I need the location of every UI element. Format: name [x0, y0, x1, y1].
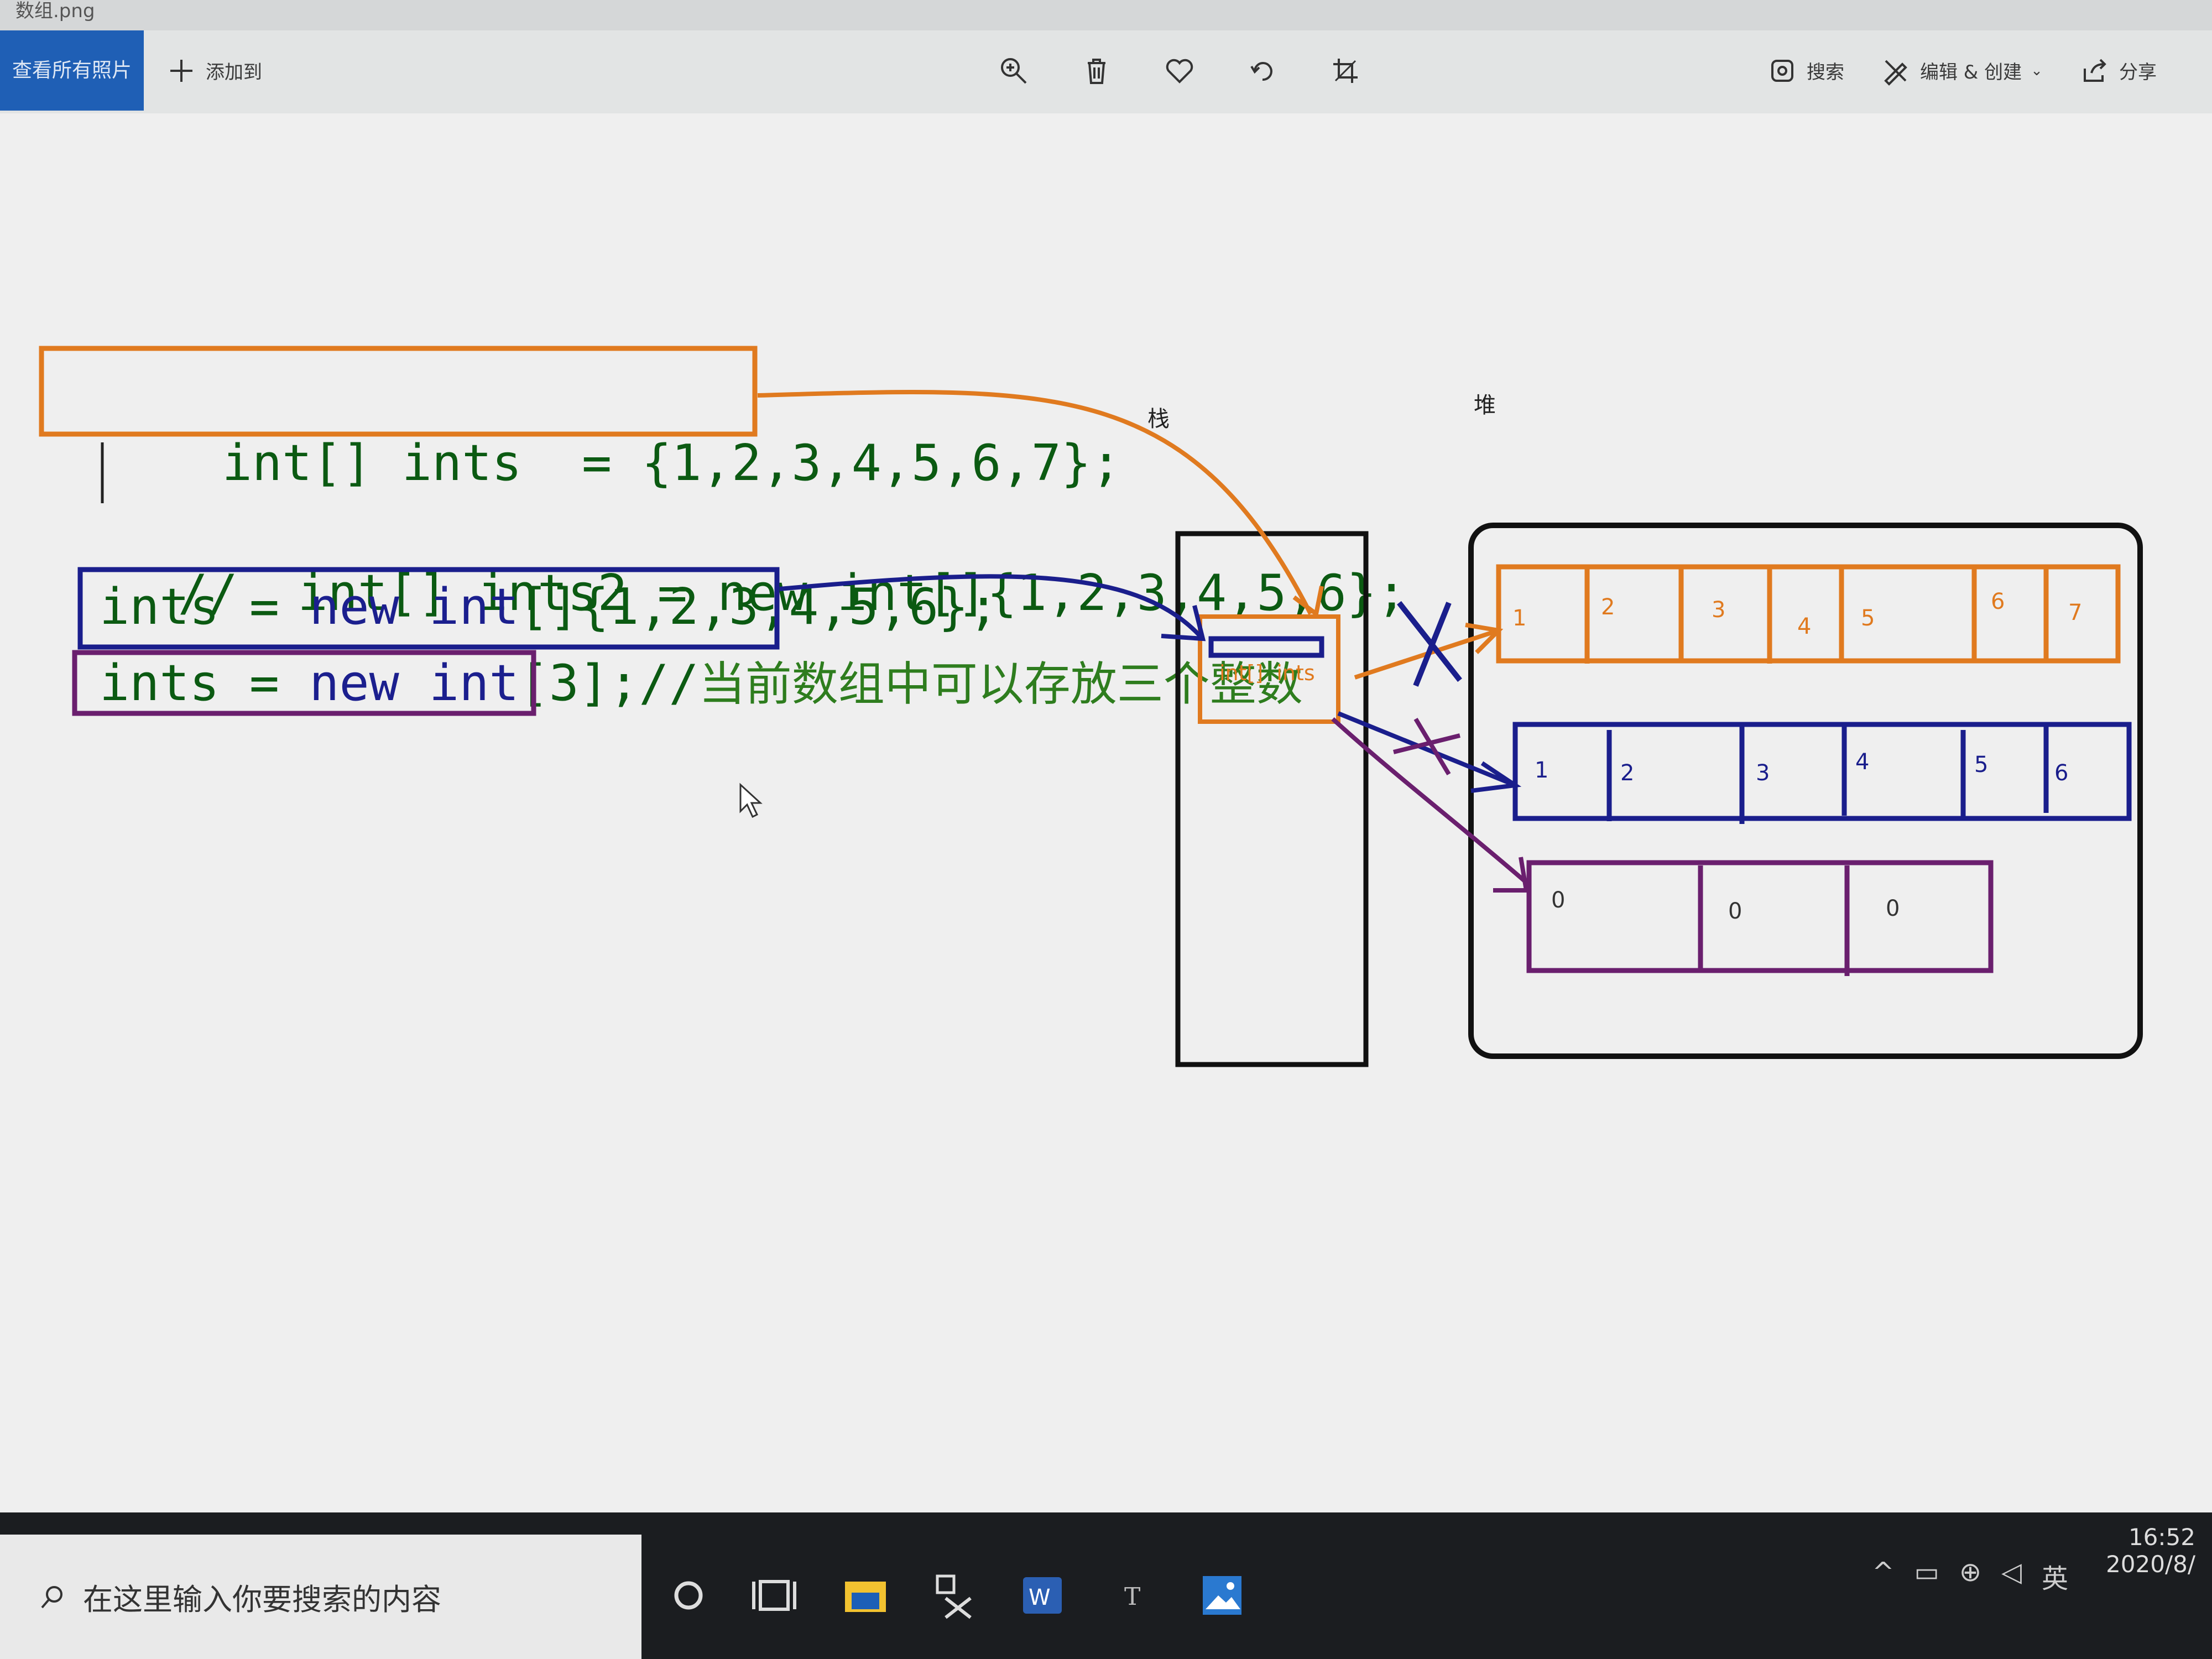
- code-line-4-keyword: new int: [309, 654, 519, 712]
- text-app-icon[interactable]: T: [1103, 1565, 1164, 1626]
- heart-icon: [1164, 55, 1195, 86]
- code-line-4-lhs: ints =: [100, 654, 310, 712]
- share-button[interactable]: 分享: [2079, 30, 2157, 111]
- purple-array: [1526, 860, 1994, 976]
- search-placeholder: 在这里输入你要搜索的内容: [83, 1582, 441, 1617]
- orange-code-box: [39, 346, 758, 437]
- search-icon: [39, 1583, 66, 1611]
- orange-cell: 4: [1797, 614, 1812, 639]
- blue-cell: 4: [1855, 749, 1870, 775]
- crop-button[interactable]: [1330, 30, 1361, 111]
- crop-icon: [1330, 55, 1361, 86]
- taskbar-search-box[interactable]: 在这里输入你要搜索的内容: [0, 1535, 641, 1659]
- orange-arrow-to-stack: [757, 390, 1313, 615]
- stack-var-blue-mark: [1208, 636, 1324, 658]
- orange-cell: 2: [1601, 594, 1615, 620]
- blue-cell: 1: [1535, 758, 1549, 783]
- search-button[interactable]: 搜索: [1767, 30, 1844, 111]
- photos-toolbar: 查看所有照片 添加到 搜索: [0, 30, 2212, 113]
- stack-var-box: [1198, 614, 1340, 724]
- svg-text:T: T: [1124, 1583, 1140, 1611]
- stack-var-label: int[] ints: [1219, 661, 1315, 685]
- blue-cell: 3: [1756, 760, 1770, 786]
- edit-create-label: 编辑 & 创建: [1920, 61, 2022, 84]
- view-all-photos-button[interactable]: 查看所有照片: [0, 30, 144, 111]
- word-icon[interactable]: W: [1012, 1565, 1073, 1626]
- heap-frame: [1468, 523, 2143, 1059]
- chevron-down-icon: ⌄: [2031, 62, 2043, 79]
- cross-mark-orange-link: [1397, 601, 1462, 687]
- file-explorer-icon[interactable]: [835, 1565, 896, 1626]
- plus-icon: [166, 55, 197, 86]
- add-to-button[interactable]: 添加到: [166, 30, 262, 111]
- edit-icon: [1880, 55, 1911, 86]
- purple-code-box: [72, 650, 536, 716]
- code-line-3-rest: []{1,2,3,4,5,6};: [519, 578, 999, 636]
- ime-indicator[interactable]: 英: [2041, 1563, 2068, 1594]
- visual-search-icon: [1767, 55, 1798, 86]
- blue-code-box: [77, 567, 780, 650]
- photos-app-icon[interactable]: [1192, 1565, 1253, 1626]
- task-view-icon[interactable]: [744, 1565, 805, 1626]
- edit-create-button[interactable]: 编辑 & 创建 ⌄: [1880, 30, 2043, 111]
- code-line-1: int[] ints = {1,2,3,4,5,6,7};: [222, 434, 1121, 492]
- blue-cell: 6: [2054, 760, 2069, 786]
- purple-cell: 0: [1551, 888, 1566, 913]
- stack-to-purple-array: [1331, 717, 1531, 887]
- clock[interactable]: 16:52 2020/8/: [2106, 1524, 2195, 1578]
- stack-label: 栈: [1147, 406, 1170, 432]
- tools-app-icon[interactable]: [924, 1565, 984, 1626]
- rotate-icon: [1247, 55, 1278, 86]
- orange-cell: 5: [1861, 606, 1875, 631]
- purple-cell: 0: [1886, 896, 1900, 921]
- battery-icon[interactable]: ▭: [1914, 1557, 1939, 1588]
- stack-to-blue-array: [1337, 711, 1516, 787]
- code-line-4-rest: [3];//: [519, 654, 699, 712]
- purple-cell: 0: [1728, 899, 1743, 924]
- orange-cell: 3: [1712, 597, 1726, 623]
- blue-arrow-to-stack: [779, 574, 1202, 638]
- chevron-up-icon[interactable]: ^: [1872, 1557, 1895, 1588]
- windows-taskbar: 在这里输入你要搜索的内容 W T ^ ▭ ⊕ ◁ 英 16:52 2020/8/: [0, 1512, 2212, 1659]
- system-tray: ^ ▭ ⊕ ◁ 英: [1872, 1557, 2068, 1595]
- orange-cell: 1: [1512, 606, 1527, 631]
- code-line-3: ints = new int[]{1,2,3,4,5,6};: [100, 578, 999, 636]
- window-title: 数组.png: [15, 0, 95, 22]
- clock-time: 16:52: [2128, 1524, 2195, 1551]
- orange-cell: 6: [1991, 589, 2005, 614]
- mouse-cursor-icon: [739, 782, 763, 818]
- cortana-icon[interactable]: [658, 1565, 719, 1626]
- volume-icon[interactable]: ◁: [2001, 1557, 2022, 1588]
- delete-button[interactable]: [1081, 30, 1112, 111]
- cross-mark-blue-link: [1393, 717, 1460, 776]
- svg-text:W: W: [1029, 1585, 1051, 1610]
- blue-cell: 5: [1974, 752, 1989, 778]
- share-icon: [2079, 55, 2110, 86]
- code-line-3-keyword: new int: [309, 578, 519, 636]
- share-label: 分享: [2119, 61, 2157, 84]
- clock-date: 2020/8/: [2106, 1551, 2195, 1578]
- rotate-button[interactable]: [1247, 30, 1278, 111]
- heap-label: 堆: [1474, 393, 1496, 418]
- add-to-label: 添加到: [206, 61, 262, 84]
- favorite-button[interactable]: [1164, 30, 1195, 111]
- search-label: 搜索: [1807, 61, 1844, 84]
- network-icon[interactable]: ⊕: [1959, 1557, 1982, 1588]
- delete-icon: [1081, 55, 1112, 86]
- orange-array: [1496, 564, 2121, 664]
- orange-cell: 7: [2068, 600, 2083, 625]
- blue-cell: 2: [1620, 760, 1635, 786]
- zoom-icon: [998, 55, 1029, 86]
- window-titlebar: 数组.png: [0, 0, 2212, 30]
- zoom-button[interactable]: [998, 30, 1029, 111]
- code-line-3-lhs: ints =: [100, 578, 310, 636]
- stack-frame: [1175, 531, 1369, 1067]
- blue-array: [1512, 722, 2132, 824]
